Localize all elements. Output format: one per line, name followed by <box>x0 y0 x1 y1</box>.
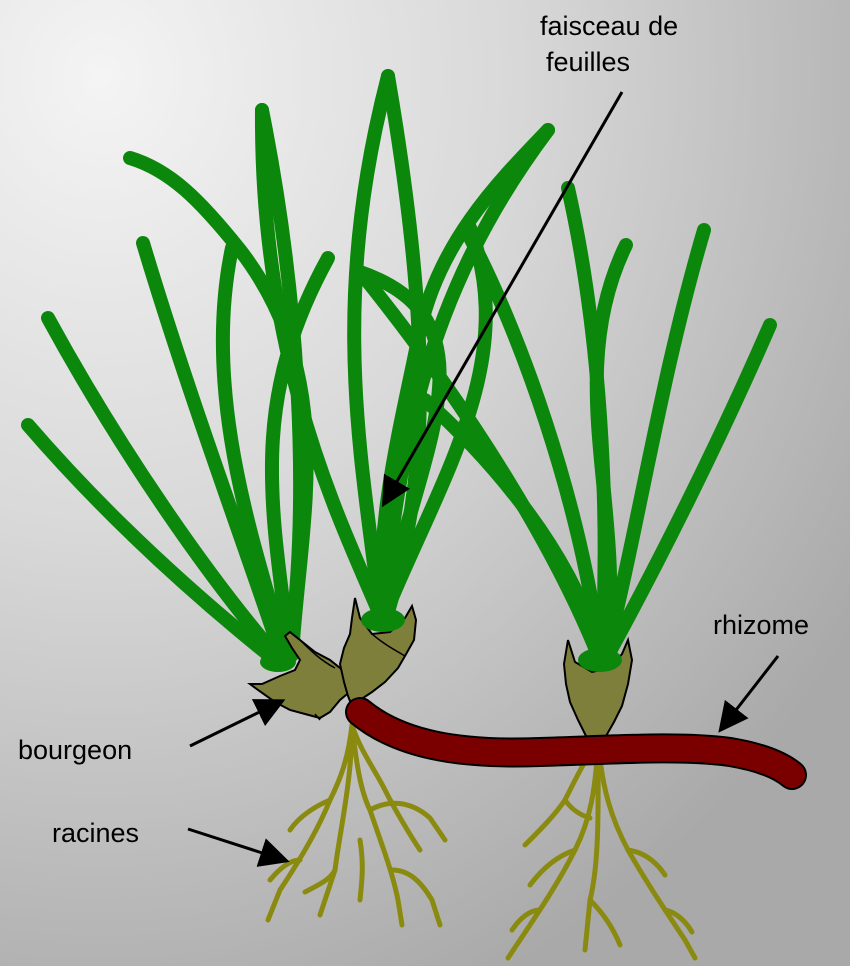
label-leaf-bundle-line1: faisceau de <box>540 8 720 44</box>
leaves-left-plant <box>28 110 328 660</box>
roots-right <box>508 740 695 958</box>
label-leaf-bundle: faisceau de feuilles <box>540 8 720 80</box>
arrow-bud <box>190 702 280 746</box>
label-roots: racines <box>52 815 139 851</box>
arrow-roots <box>188 829 284 860</box>
label-rhizome: rhizome <box>713 607 809 643</box>
label-leaf-bundle-line2: feuilles <box>540 44 720 80</box>
arrow-rhizome <box>722 656 778 728</box>
label-bud: bourgeon <box>18 732 132 768</box>
